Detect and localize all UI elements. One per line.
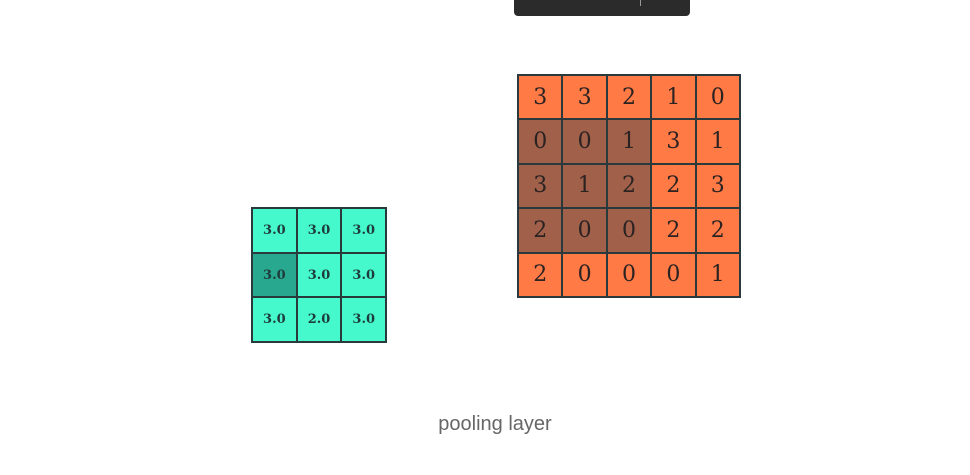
input-cell-4-0: 2 xyxy=(519,253,562,296)
input-cell-3-2: 0 xyxy=(607,209,651,252)
input-cell-2-3: 2 xyxy=(652,164,695,208)
input-cell-2-2: 2 xyxy=(607,164,651,208)
output-cell-1-2: 3.0 xyxy=(342,253,386,297)
output-cell-2-0: 3.0 xyxy=(253,298,296,342)
input-cell-4-3: 0 xyxy=(652,253,695,296)
input-cell-0-4: 0 xyxy=(696,76,739,119)
input-cell-1-4: 1 xyxy=(696,120,739,163)
input-cell-3-3: 2 xyxy=(652,209,695,252)
input-cell-4-1: 0 xyxy=(563,253,606,296)
toolbar-divider xyxy=(640,0,641,6)
input-cell-2-1: 1 xyxy=(563,164,606,208)
top-toolbar xyxy=(514,0,690,16)
input-cell-0-2: 2 xyxy=(607,76,651,119)
input-cell-4-4: 1 xyxy=(696,253,739,296)
output-cell-0-2: 3.0 xyxy=(342,209,386,252)
figure-caption: pooling layer xyxy=(438,413,552,435)
input-cell-2-0: 3 xyxy=(519,164,562,208)
input-cell-3-0: 2 xyxy=(519,209,562,252)
input-cell-1-2: 1 xyxy=(607,120,651,163)
output-cell-2-2: 3.0 xyxy=(342,298,386,342)
output-cell-0-0: 3.0 xyxy=(253,209,296,252)
output-cell-1-1: 3.0 xyxy=(297,253,341,297)
input-cell-1-0: 0 xyxy=(519,120,562,163)
input-cell-0-0: 3 xyxy=(519,76,562,119)
input-cell-0-3: 1 xyxy=(652,76,695,119)
input-cell-2-4: 3 xyxy=(696,164,739,208)
input-cell-3-1: 0 xyxy=(563,209,606,252)
input-cell-1-3: 3 xyxy=(652,120,695,163)
input-cell-4-2: 0 xyxy=(607,253,651,296)
input-cell-1-1: 0 xyxy=(563,120,606,163)
output-cell-2-1: 2.0 xyxy=(297,298,341,342)
output-cell-0-1: 3.0 xyxy=(297,209,341,252)
output-cell-1-0: 3.0 xyxy=(253,253,296,297)
input-cell-3-4: 2 xyxy=(696,209,739,252)
input-cell-0-1: 3 xyxy=(563,76,606,119)
